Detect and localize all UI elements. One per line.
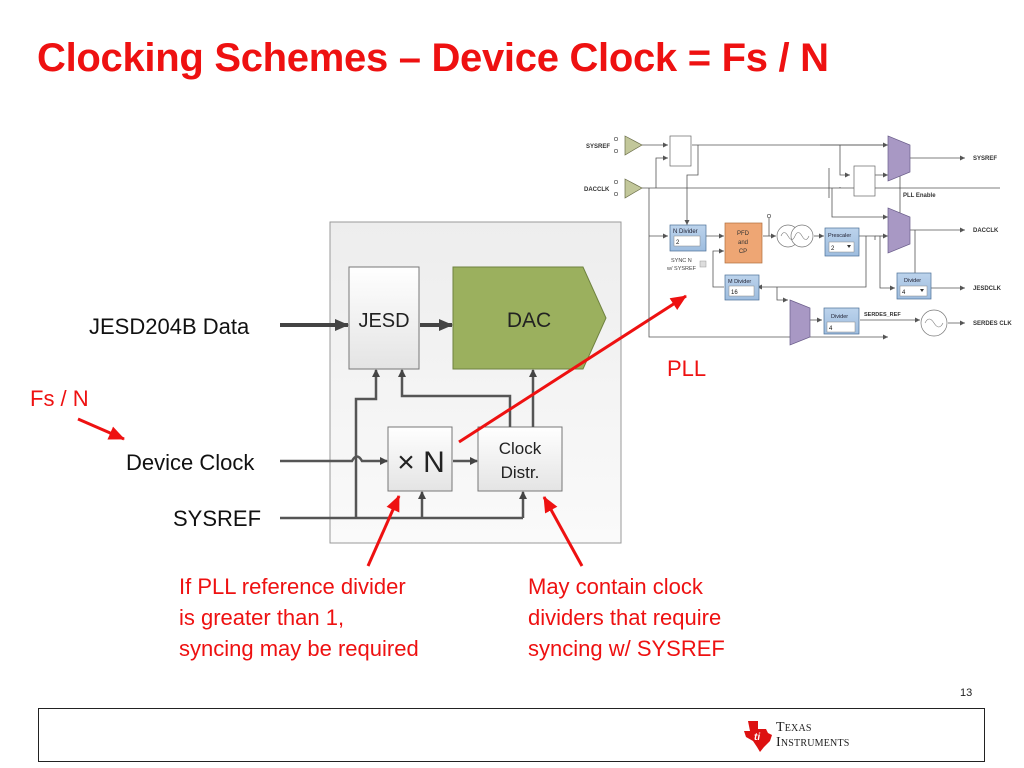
serdes-divider-value: 4 bbox=[829, 326, 833, 332]
vco-icon bbox=[776, 224, 814, 248]
pll-output-serdes-clk-label: SERDES CLK bbox=[973, 321, 1012, 327]
sysref-input-pin bbox=[613, 136, 619, 142]
note-line: May contain clock bbox=[528, 574, 703, 599]
serdes-mux bbox=[789, 299, 811, 346]
pll-output-sysref-label: SYSREF bbox=[973, 156, 997, 162]
note-line: syncing may be required bbox=[179, 636, 419, 661]
jesdclk-divider-label: Divider bbox=[904, 278, 921, 284]
pll-line bbox=[828, 168, 841, 198]
jesd-block-label: JESD bbox=[358, 310, 409, 332]
device-clock-label: Device Clock bbox=[126, 450, 255, 475]
note-line: dividers that require bbox=[528, 605, 722, 630]
sysref-input-buffer bbox=[624, 135, 643, 156]
m-divider-value: 16 bbox=[731, 290, 738, 296]
serdes-ref-label: SERDES_REF bbox=[864, 312, 901, 318]
pll-line bbox=[776, 287, 788, 303]
clock-divider-arrow bbox=[542, 496, 584, 567]
dac-block bbox=[452, 266, 607, 370]
n-divider-value: 2 bbox=[676, 240, 680, 246]
dacclk-input-pin bbox=[613, 179, 619, 185]
note-line: is greater than 1, bbox=[179, 605, 345, 630]
pll-ref-divider-note: If PLL reference divider is greater than… bbox=[179, 571, 419, 664]
dacclk-output-mux bbox=[887, 207, 911, 254]
ti-logo: ti Texas Instruments bbox=[742, 717, 882, 757]
page-number: 13 bbox=[960, 687, 973, 699]
sync-n-checkbox[interactable] bbox=[699, 260, 707, 268]
pll-output-jesdclk-label: JESDCLK bbox=[973, 286, 1002, 292]
serdes-divider-label: Divider bbox=[831, 314, 848, 320]
pfd-cp-block bbox=[724, 222, 763, 264]
prescaler-label: Prescaler bbox=[828, 233, 851, 239]
sysref-output-mux bbox=[887, 135, 911, 182]
pll-detail-diagram: SYSREF DACCLK SYSREF PLL Enable DACCLK J… bbox=[584, 135, 1012, 346]
sync-n-label-2: w/ SYSREF bbox=[666, 266, 697, 272]
footer-bar bbox=[38, 708, 985, 762]
jesdclk-dropdown-icon[interactable] bbox=[920, 289, 924, 292]
ti-logo-line2: Instruments bbox=[776, 735, 850, 750]
clock-distr-block bbox=[477, 426, 563, 492]
pll-line bbox=[655, 155, 668, 188]
dac-block-label: DAC bbox=[507, 309, 551, 332]
pll-line bbox=[757, 236, 867, 290]
pfd-test-pin bbox=[766, 213, 772, 219]
pll-output-dacclk-label: DACCLK bbox=[973, 228, 999, 234]
ref-divider-arrow bbox=[366, 495, 401, 567]
svg-text:ti: ti bbox=[754, 732, 760, 743]
prescaler-value: 2 bbox=[831, 246, 835, 252]
jesd-block bbox=[348, 266, 420, 370]
sysref-input-pin bbox=[613, 148, 619, 154]
jesdclk-divider-value: 4 bbox=[902, 290, 906, 296]
clock-distr-label-1: Clock bbox=[499, 439, 542, 458]
pll-enable-label: PLL Enable bbox=[903, 193, 936, 199]
serdes-divider-input[interactable] bbox=[826, 321, 856, 333]
slide-title: Clocking Schemes – Device Clock = Fs / N bbox=[37, 36, 829, 80]
pfd-label-2: and bbox=[738, 240, 748, 246]
ti-state-icon: ti bbox=[744, 721, 772, 752]
clock-distr-label-2: Distr. bbox=[501, 463, 540, 482]
sysref-flip-flop bbox=[669, 135, 692, 167]
sysref-label: SYSREF bbox=[173, 506, 262, 531]
fs-n-arrow bbox=[77, 417, 125, 441]
serdes-vco-icon bbox=[920, 309, 948, 337]
ti-logo-line1: Texas bbox=[776, 720, 812, 735]
pll-line bbox=[684, 145, 699, 225]
sysref-to-jesd-arrow bbox=[354, 369, 380, 518]
pll-pointer-arrow bbox=[458, 294, 687, 444]
pll-line bbox=[712, 248, 724, 288]
sync-n-label-1: SYNC N bbox=[671, 258, 692, 264]
pll-line bbox=[831, 188, 888, 220]
prescaler-select[interactable] bbox=[828, 241, 855, 253]
pll-line bbox=[879, 236, 895, 291]
jesd-data-label: JESD204B Data bbox=[89, 314, 250, 339]
m-divider-label: M Divider bbox=[728, 279, 751, 285]
n-divider-label: N Divider bbox=[673, 229, 698, 235]
clock-dividers-note: May contain clock dividers that require … bbox=[528, 571, 725, 664]
m-divider-input[interactable] bbox=[728, 285, 755, 297]
prescaler-dropdown-icon[interactable] bbox=[847, 245, 851, 248]
distr-to-jesd-arrow bbox=[398, 369, 512, 427]
pll-input-sysref-label: SYSREF bbox=[586, 144, 610, 150]
jesdclk-divider-select[interactable] bbox=[899, 285, 928, 297]
multiplier-block-label: × N bbox=[397, 446, 445, 479]
pfd-label-1: PFD bbox=[737, 231, 750, 237]
fs-over-n-label: Fs / N bbox=[30, 386, 89, 411]
pll-line bbox=[858, 235, 876, 240]
pll-label: PLL bbox=[667, 356, 707, 381]
pll-flip-flop bbox=[853, 165, 876, 197]
pll-input-dacclk-label: DACCLK bbox=[584, 187, 610, 193]
note-line: syncing w/ SYSREF bbox=[528, 636, 725, 661]
multiplier-block bbox=[387, 426, 453, 492]
note-line: If PLL reference divider bbox=[179, 574, 406, 599]
pfd-label-3: CP bbox=[739, 249, 747, 255]
n-divider-input[interactable] bbox=[673, 235, 701, 247]
pll-line bbox=[839, 145, 850, 178]
dacclk-input-pin bbox=[613, 191, 619, 197]
dacclk-input-buffer bbox=[624, 178, 643, 199]
